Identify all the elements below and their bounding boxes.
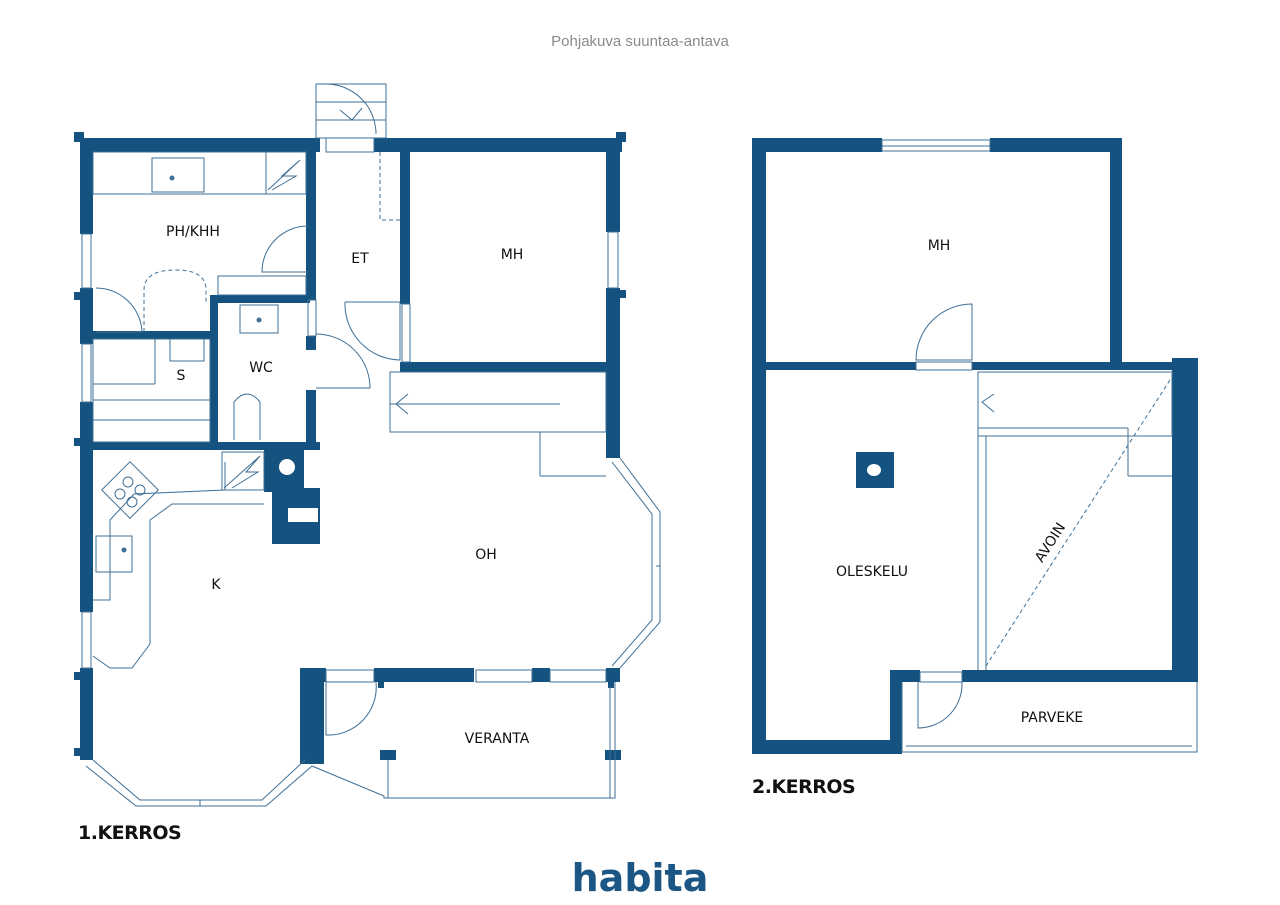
floor-2-label: 2.KERROS	[752, 776, 856, 798]
habita-logo: habita	[571, 856, 709, 900]
floor-1-label: 1.KERROS	[78, 822, 182, 844]
room-label-mh-2: MH	[928, 238, 951, 254]
room-label-et: ET	[351, 251, 369, 267]
plan-disclaimer: Pohjakuva suuntaa-antava	[551, 33, 729, 50]
floor-1-plan: PH/KHH ET MH S WC K OH VERANTA	[74, 83, 661, 807]
floor-2-plan: MH OLESKELU AVOIN PARVEKE	[752, 138, 1198, 754]
room-label-s: S	[177, 368, 186, 384]
room-label-wc: WC	[249, 360, 273, 376]
room-label-ph-khh: PH/KHH	[166, 224, 220, 240]
room-label-parveke: PARVEKE	[1021, 710, 1084, 726]
room-label-veranta: VERANTA	[465, 731, 530, 747]
room-label-oleskelu: OLESKELU	[836, 564, 908, 580]
room-label-mh-1: MH	[501, 247, 524, 263]
room-label-k: K	[211, 577, 221, 593]
room-label-oh: OH	[475, 547, 497, 563]
room-label-avoin: AVOIN	[1032, 520, 1069, 565]
